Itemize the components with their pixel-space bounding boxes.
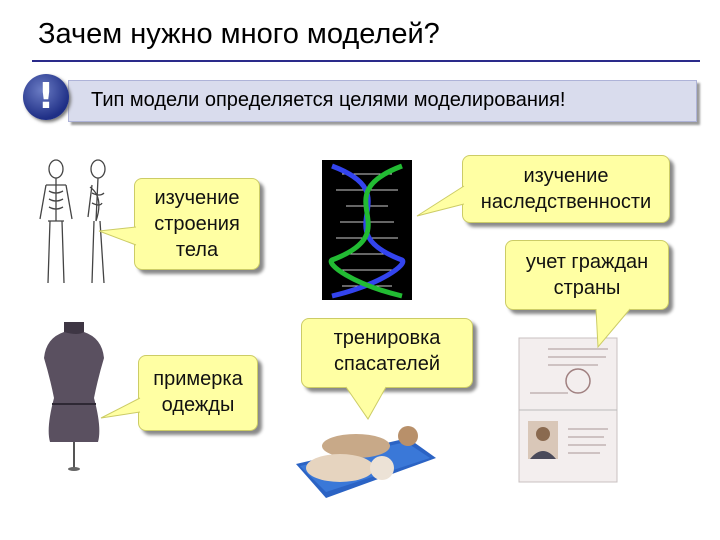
bubble-text: изучение наследственности — [480, 165, 652, 213]
dna-helix-image — [322, 160, 412, 300]
speech-bubble-heredity: изучение наследственности — [416, 155, 670, 223]
bubble-text: тренировка спасателей — [333, 327, 441, 375]
info-banner: Тип модели определяется целями моделиров… — [68, 80, 697, 122]
bubble-text: изучение строения тела — [154, 187, 240, 261]
passport-image — [518, 337, 618, 483]
mannequin-image — [44, 322, 104, 471]
cpr-mannequins-image — [296, 426, 436, 498]
title-divider — [32, 60, 700, 62]
banner-text: Тип модели определяется целями моделиров… — [91, 89, 566, 111]
speech-bubble-clothes-fitting: примерка одежды — [100, 355, 258, 431]
speech-bubble-rescuers: тренировка спасателей — [301, 318, 473, 420]
bubble-text: примерка одежды — [153, 368, 243, 416]
anatomy-figures-image — [39, 159, 106, 284]
page-title: Зачем нужно много моделей? — [38, 18, 440, 50]
speech-bubble-body-structure: изучение строения тела — [98, 178, 260, 270]
exclamation-icon: ! — [23, 74, 69, 120]
speech-bubble-citizens: учет граждан страны — [505, 240, 669, 349]
bubble-text: учет граждан страны — [525, 251, 649, 299]
